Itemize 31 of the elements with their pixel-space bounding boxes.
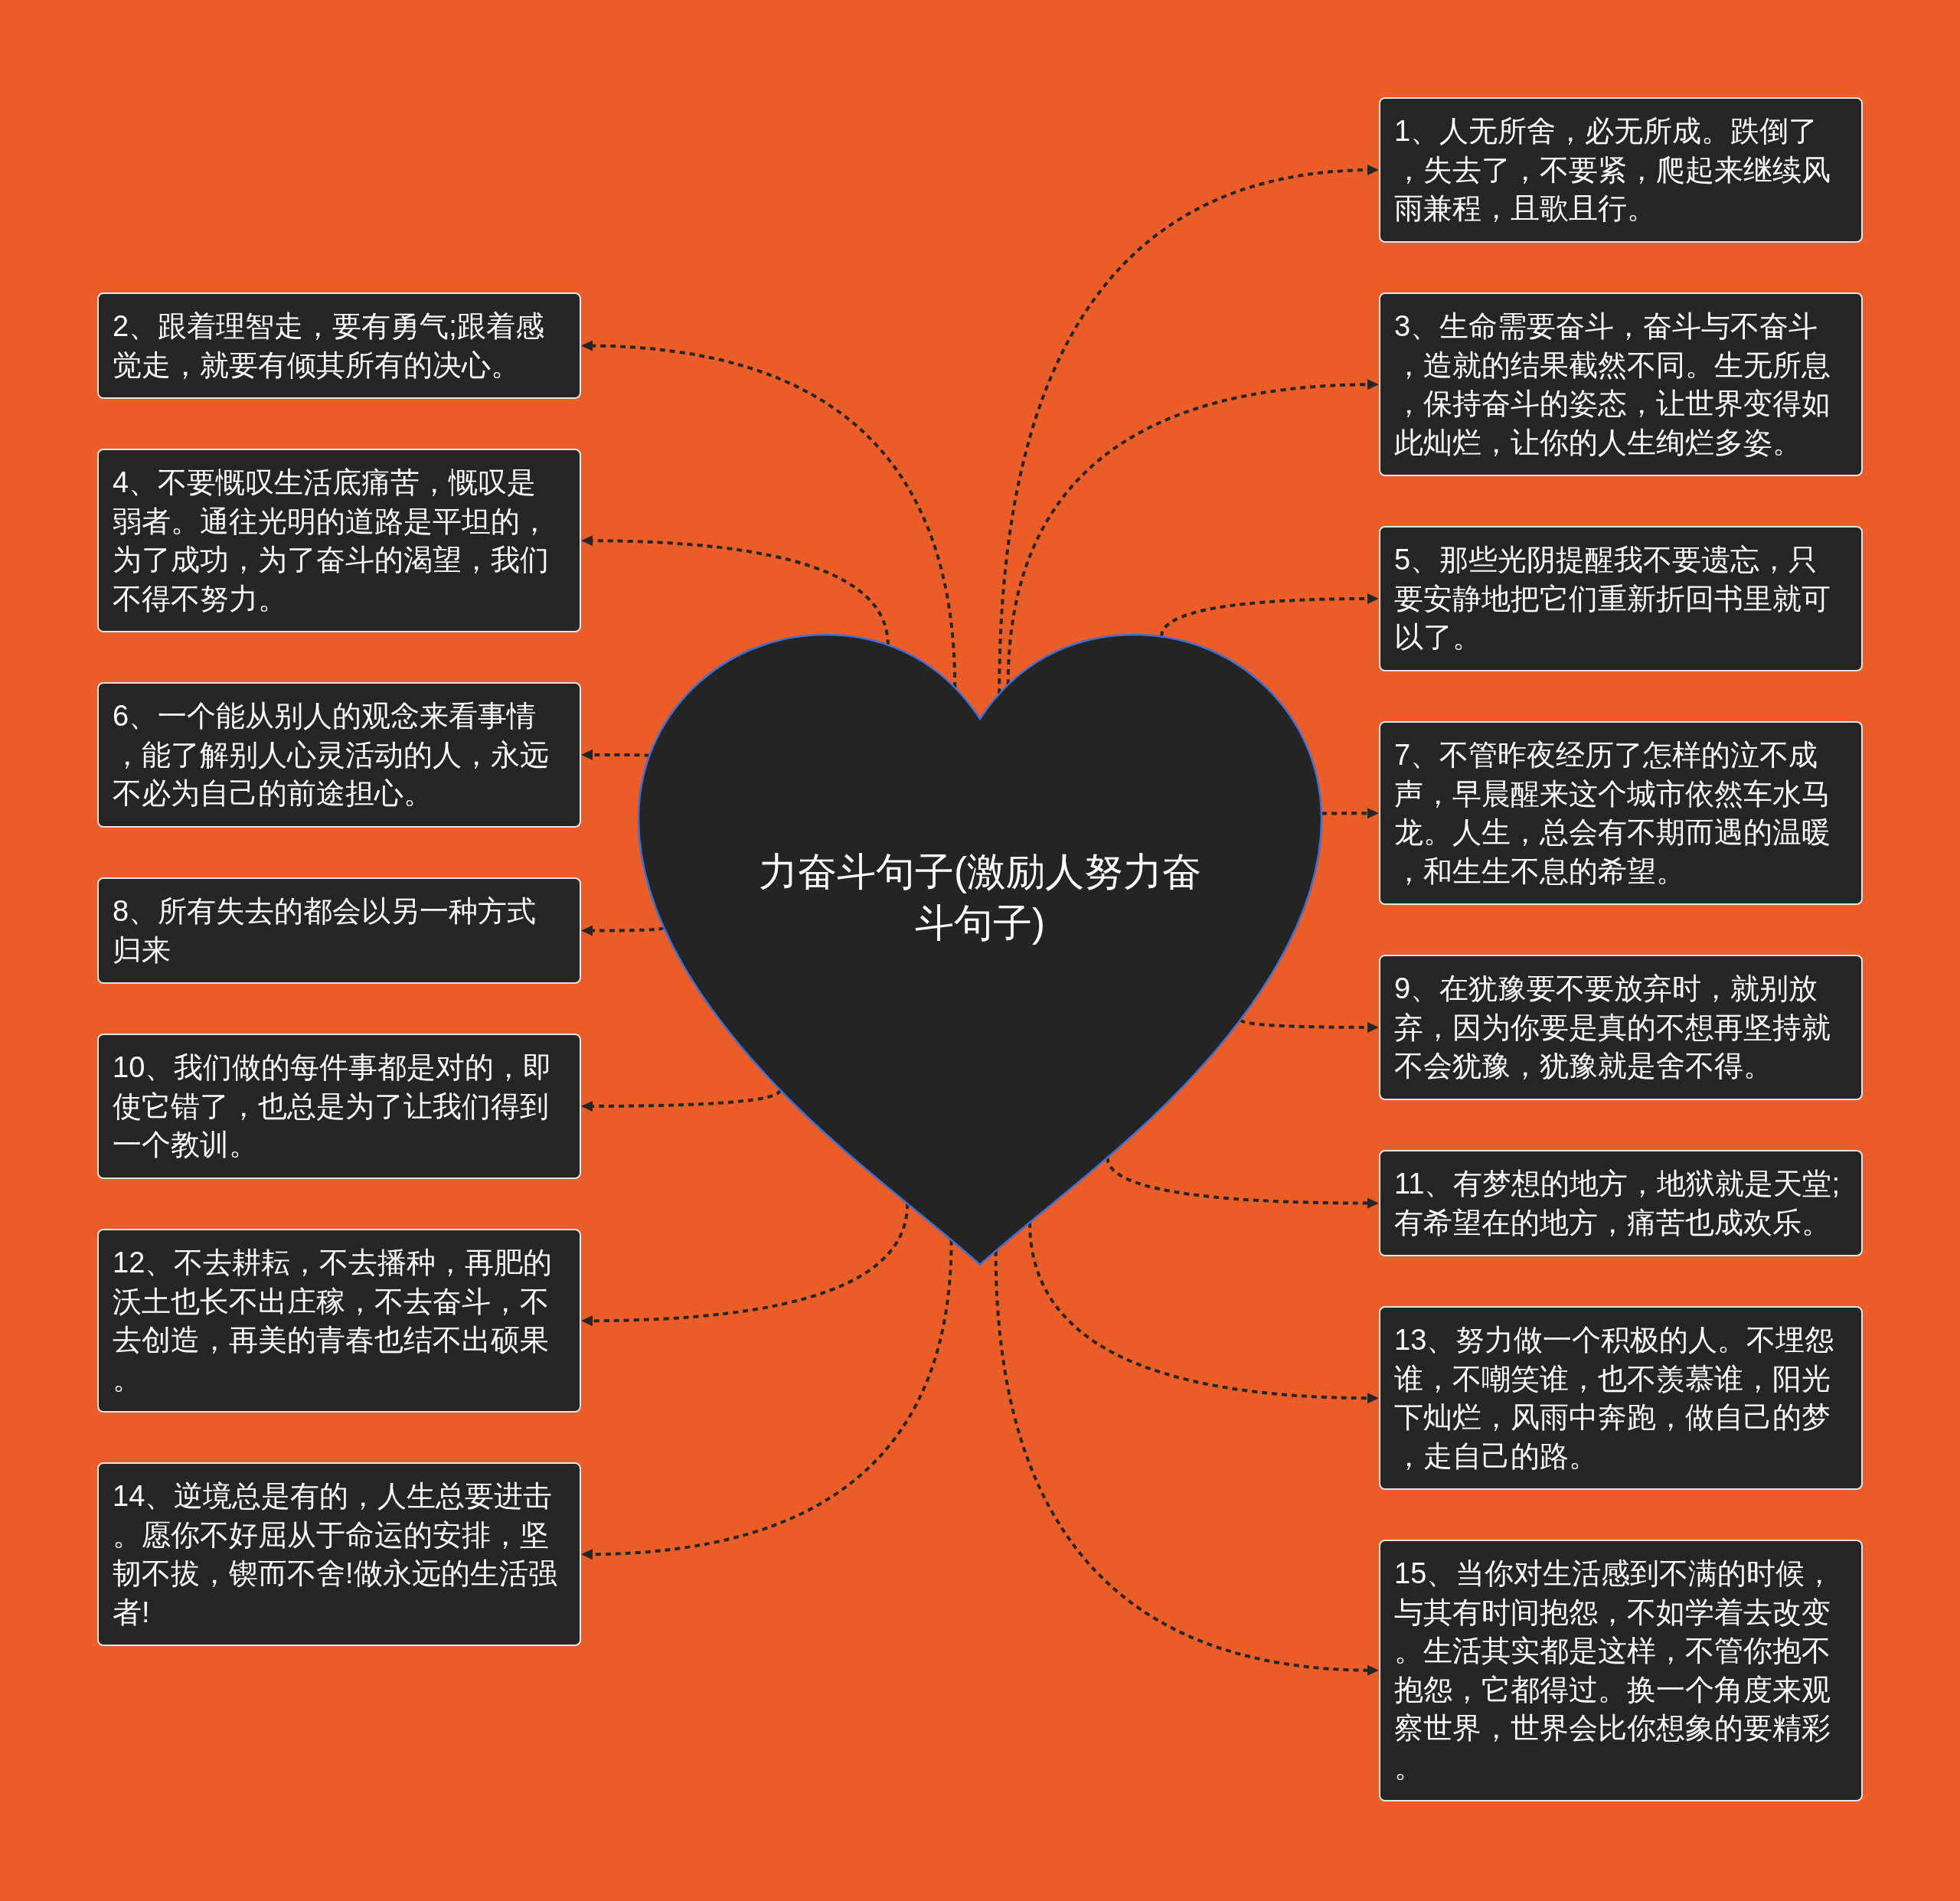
quote-box: 12、不去耕耘，不去播种，再肥的沃土也长不出庄稼，不去奋斗，不去创造，再美的青春也结不出硕果。: [97, 1229, 581, 1413]
quote-box: 10、我们做的每件事都是对的，即使它错了，也总是为了让我们得到一个教训。: [97, 1034, 581, 1179]
arrow: [581, 1240, 953, 1560]
quote-box: 15、当你对生活感到不满的时候，与其有时间抱怨，不如学着去改变。生活其实都是这样，不管你抱不抱怨，它都得过。换一个角度来观察世界，世界会比你想象的要精彩。: [1379, 1540, 1863, 1801]
arrow: [994, 1250, 1379, 1676]
arrow: [1321, 808, 1379, 819]
arrow: [581, 1203, 910, 1327]
quote-box: 3、生命需要奋斗，奋斗与不奋斗，造就的结果截然不同。生无所息，保持奋斗的姿态，让世界变得如此灿烂，让你的人生绚烂多姿。: [1379, 292, 1863, 477]
quote-box: 4、不要慨叹生活底痛苦，慨叹是弱者。通往光明的道路是平坦的，为了成功，为了奋斗的渴望，我们不得不努力。: [97, 449, 581, 633]
arrow: [581, 535, 890, 645]
quote-box: 1、人无所舍，必无所成。跌倒了，失去了，不要紧，爬起来继续风雨兼程，且歌且行。: [1379, 97, 1863, 243]
arrow: [1160, 593, 1379, 637]
arrow: [1239, 1018, 1379, 1033]
quote-box: 5、那些光阴提醒我不要遗忘，只要安静地把它们重新折回书里就可以了。: [1379, 526, 1863, 671]
arrow: [581, 1089, 782, 1112]
quote-box: 7、不管昨夜经历了怎样的泣不成声，早晨醒来这个城市依然车水马龙。人生，总会有不期而遇的温暖，和生生不息的希望。: [1379, 721, 1863, 906]
arrow: [1006, 379, 1379, 685]
quote-box: 6、一个能从别人的观念来看事情，能了解别人心灵活动的人，永远不必为自己的前途担心。: [97, 682, 581, 828]
arrow: [1028, 1222, 1379, 1403]
arrow: [581, 340, 957, 688]
arrow: [1106, 1157, 1379, 1209]
quote-box: 8、所有失去的都会以另一种方式归来: [97, 877, 581, 985]
quote-box: 13、努力做一个积极的人。不埋怨谁，不嘲笑谁，也不羡慕谁，阳光下灿烂，风雨中奔跑，做自己的梦，走自己的路。: [1379, 1306, 1863, 1491]
arrow: [581, 925, 665, 936]
quote-box: 14、逆境总是有的，人生总要进击。愿你不好屈从于命运的安排，坚韧不拔，锲而不舍!做永远的生活强者!: [97, 1462, 581, 1647]
arrow: [998, 165, 1379, 694]
quote-box: 11、有梦想的地方，地狱就是天堂;有希望在的地方，痛苦也成欢乐。: [1379, 1150, 1863, 1257]
quote-box: 2、跟着理智走，要有勇气;跟着感觉走，就要有倾其所有的决心。: [97, 292, 581, 400]
quote-box: 9、在犹豫要不要放弃时，就别放弃，因为你要是真的不想再坚持就不会犹豫，犹豫就是舍不得。: [1379, 955, 1863, 1100]
topic-text: 力奋斗句子(激励人努力奋斗句子): [758, 849, 1202, 946]
arrow: [581, 749, 650, 760]
